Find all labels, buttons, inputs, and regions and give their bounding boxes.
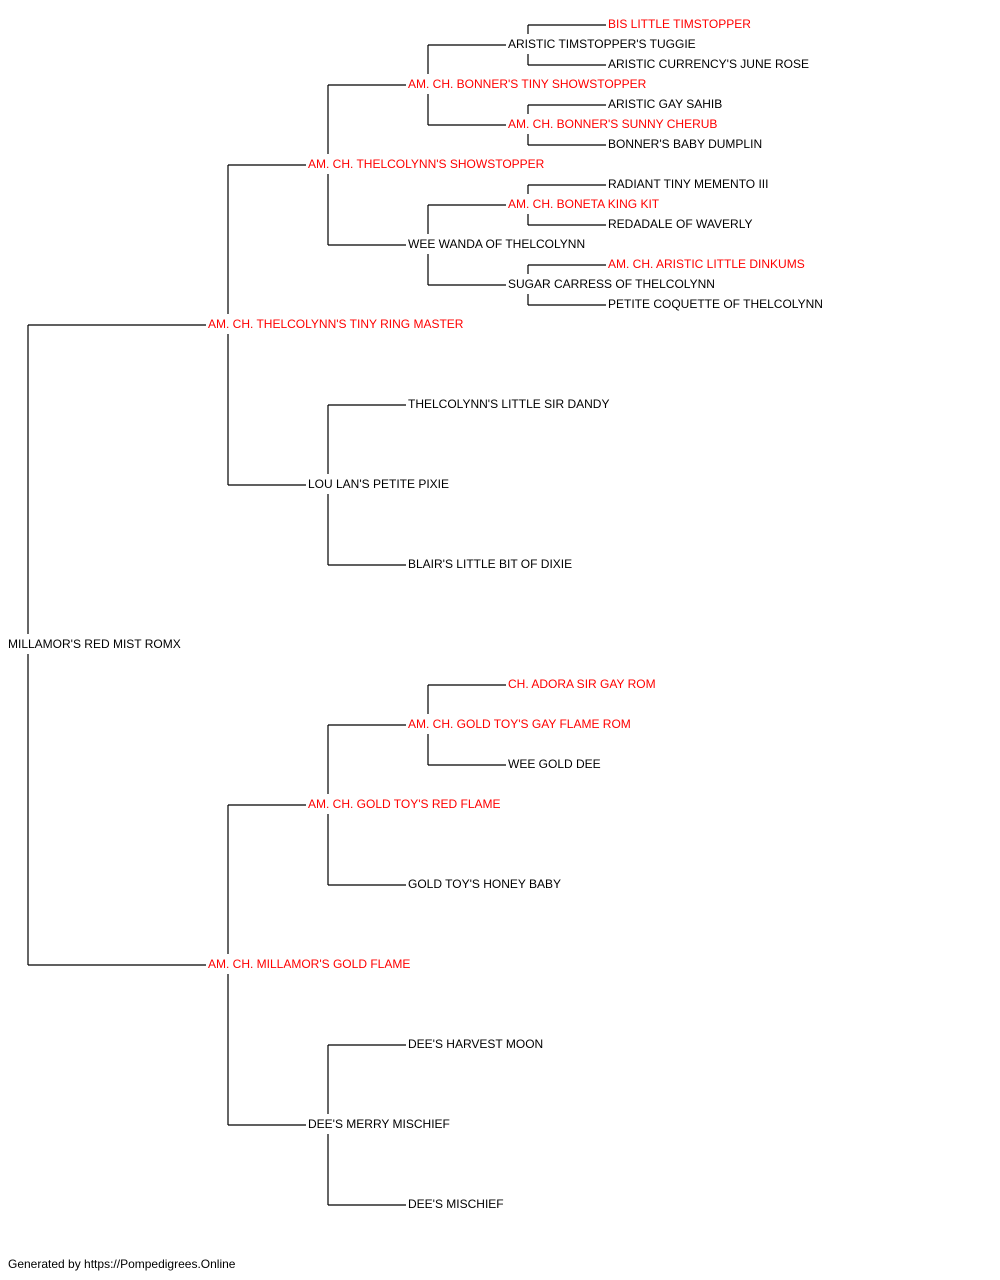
- ancestor-wee-gold-dee: WEE GOLD DEE: [508, 757, 601, 771]
- ancestor-am-ch-thelcolynn-s-showstopper: AM. CH. THELCOLYNN'S SHOWSTOPPER: [308, 157, 545, 171]
- ancestor-am-ch-aristic-little-dinkums: AM. CH. ARISTIC LITTLE DINKUMS: [608, 257, 805, 271]
- footer-credit: Generated by https://Pompedigrees.Online: [8, 1257, 236, 1271]
- ancestor-dee-s-harvest-moon: DEE'S HARVEST MOON: [408, 1037, 543, 1051]
- ancestor-am-ch-gold-toy-s-red-flame: AM. CH. GOLD TOY'S RED FLAME: [308, 797, 501, 811]
- ancestor-radiant-tiny-memento-iii: RADIANT TINY MEMENTO III: [608, 177, 768, 191]
- ancestor-aristic-timstopper-s-tuggie: ARISTIC TIMSTOPPER'S TUGGIE: [508, 37, 696, 51]
- dog-labels: MILLAMOR'S RED MIST ROMX AM. CH. THELCOLY…: [8, 17, 823, 1211]
- ancestor-am-ch-thelcolynn-s-tiny-ring-master: AM. CH. THELCOLYNN'S TINY RING MASTER: [208, 317, 464, 331]
- ancestor-wee-wanda-of-thelcolynn: WEE WANDA OF THELCOLYNN: [408, 237, 585, 251]
- ancestor-redadale-of-waverly: REDADALE OF WAVERLY: [608, 217, 752, 231]
- subject-name: MILLAMOR'S RED MIST ROMX: [8, 637, 181, 651]
- ancestor-lou-lan-s-petite-pixie: LOU LAN'S PETITE PIXIE: [308, 477, 449, 491]
- ancestor-aristic-gay-sahib: ARISTIC GAY SAHIB: [608, 97, 722, 111]
- ancestor-dee-s-mischief: DEE'S MISCHIEF: [408, 1197, 504, 1211]
- ancestor-bonner-s-baby-dumplin: BONNER'S BABY DUMPLIN: [608, 137, 762, 151]
- ancestor-am-ch-boneta-king-kit: AM. CH. BONETA KING KIT: [508, 197, 660, 211]
- ancestor-am-ch-millamor-s-gold-flame: AM. CH. MILLAMOR'S GOLD FLAME: [208, 957, 410, 971]
- ancestor-sugar-carress-of-thelcolynn: SUGAR CARRESS OF THELCOLYNN: [508, 277, 715, 291]
- ancestor-ch-adora-sir-gay-rom: CH. ADORA SIR GAY ROM: [508, 677, 656, 691]
- ancestor-blair-s-little-bit-of-dixie: BLAIR'S LITTLE BIT OF DIXIE: [408, 557, 572, 571]
- ancestor-gold-toy-s-honey-baby: GOLD TOY'S HONEY BABY: [408, 877, 561, 891]
- connector-lines: [27, 24, 606, 1206]
- ancestor-am-ch-bonner-s-tiny-showstopper: AM. CH. BONNER'S TINY SHOWSTOPPER: [408, 77, 647, 91]
- ancestor-thelcolynn-s-little-sir-dandy: THELCOLYNN'S LITTLE SIR DANDY: [408, 397, 609, 411]
- ancestor-am-ch-bonner-s-sunny-cherub: AM. CH. BONNER'S SUNNY CHERUB: [508, 117, 717, 131]
- ancestor-bis-little-timstopper: BIS LITTLE TIMSTOPPER: [608, 17, 751, 31]
- ancestor-am-ch-gold-toy-s-gay-flame-rom: AM. CH. GOLD TOY'S GAY FLAME ROM: [408, 717, 631, 731]
- ancestor-dee-s-merry-mischief: DEE'S MERRY MISCHIEF: [308, 1117, 450, 1131]
- ancestor-petite-coquette-of-thelcolynn: PETITE COQUETTE OF THELCOLYNN: [608, 297, 823, 311]
- ancestor-aristic-currency-s-june-rose: ARISTIC CURRENCY'S JUNE ROSE: [608, 57, 809, 71]
